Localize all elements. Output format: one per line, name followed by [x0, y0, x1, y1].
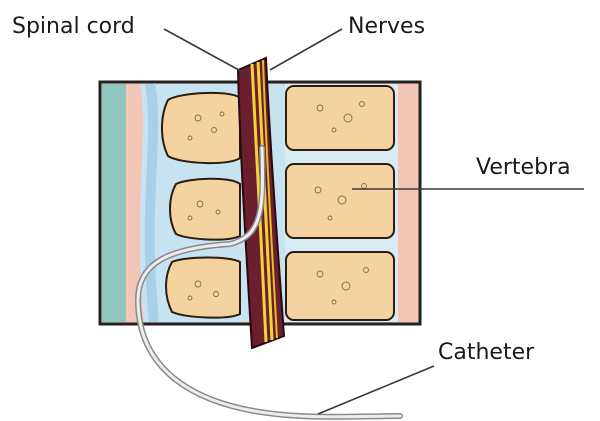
left-process-1 — [162, 93, 240, 163]
vertebral-body-2 — [286, 164, 394, 238]
label-nerves-group: Nerves — [270, 14, 425, 70]
leader-catheter — [318, 366, 434, 414]
label-nerves: Nerves — [348, 14, 425, 39]
label-spinal-cord-group: Spinal cord — [12, 14, 248, 75]
label-spinal-cord: Spinal cord — [12, 14, 135, 39]
left-process-3 — [166, 258, 240, 318]
vertebral-body-3 — [286, 252, 394, 320]
leader-spinal-cord — [164, 29, 248, 75]
right-skin-strip — [398, 84, 418, 322]
fluid-inner-band — [150, 84, 154, 322]
left-process-2 — [170, 179, 240, 240]
label-catheter: Catheter — [438, 340, 535, 365]
label-vertebra: Vertebra — [476, 155, 571, 180]
vertebral-body-1 — [286, 86, 394, 150]
teal-layer — [102, 84, 126, 322]
label-catheter-group: Catheter — [318, 340, 535, 414]
leader-nerves — [270, 29, 342, 70]
